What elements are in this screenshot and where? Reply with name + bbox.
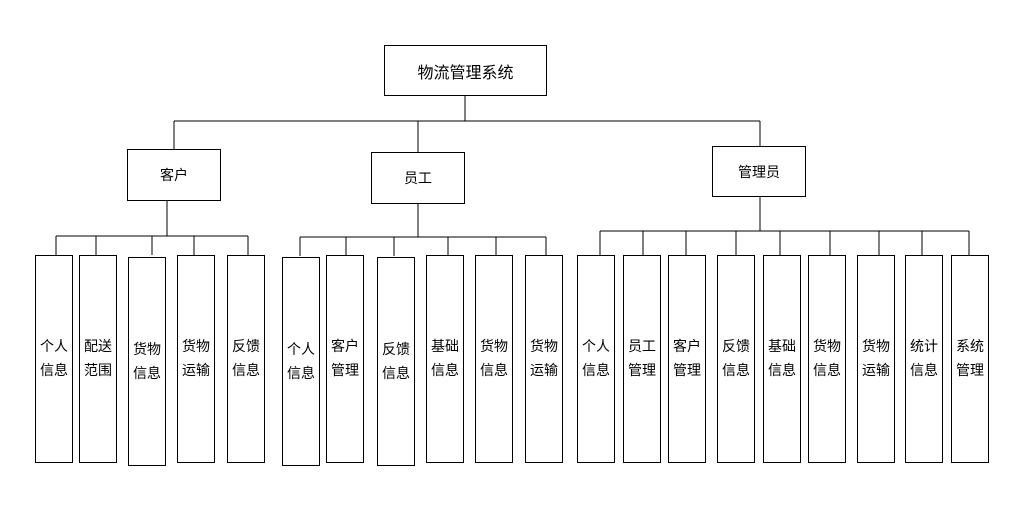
leaf-node: 个人 信息	[577, 255, 615, 463]
leaf-node: 员工 管理	[623, 255, 661, 463]
leaf-node-label: 基础 信息	[431, 339, 459, 379]
leaf-node-label: 反馈 信息	[232, 339, 260, 379]
root-node-label: 物流管理系统	[417, 62, 514, 82]
leaf-node: 统计 信息	[905, 255, 943, 463]
leaf-node-label: 基础 信息	[768, 339, 796, 379]
root-node: 物流管理系统	[384, 45, 547, 96]
leaf-node-label: 货物 运输	[182, 339, 210, 379]
leaf-node-label: 员工 管理	[628, 339, 656, 379]
leaf-node-label: 货物 信息	[813, 339, 841, 379]
leaf-node-label: 系统 管理	[956, 339, 984, 379]
leaf-node: 货物 信息	[128, 257, 166, 466]
leaf-node-label: 货物 信息	[133, 341, 161, 382]
group-node-admin: 管理员	[712, 146, 806, 197]
leaf-node-label: 货物 信息	[480, 339, 508, 379]
leaf-node-label: 配送 范围	[84, 339, 112, 379]
leaf-node: 客户 管理	[326, 255, 364, 463]
group-node-label: 员工	[404, 171, 432, 187]
group-node-label: 管理员	[738, 164, 780, 181]
leaf-node: 货物 信息	[808, 255, 846, 463]
leaf-node: 个人 信息	[282, 257, 320, 466]
leaf-node: 货物 运输	[525, 255, 563, 463]
leaf-node-label: 客户 管理	[673, 339, 701, 379]
leaf-node: 货物 信息	[475, 255, 513, 463]
leaf-node: 货物 运输	[177, 255, 215, 463]
leaf-node: 反馈 信息	[377, 257, 415, 466]
leaf-node-label: 统计 信息	[910, 339, 938, 379]
group-node-customer: 客户	[127, 149, 221, 201]
leaf-node-label: 客户 管理	[331, 339, 359, 379]
group-node-staff: 员工	[371, 152, 465, 204]
leaf-node-label: 反馈 信息	[722, 339, 750, 379]
leaf-node: 货物 运输	[857, 255, 895, 463]
leaf-node: 反馈 信息	[717, 255, 755, 463]
leaf-node: 系统 管理	[951, 255, 989, 463]
leaf-node: 客户 管理	[668, 255, 706, 463]
leaf-node: 个人 信息	[35, 255, 73, 463]
leaf-node-label: 个人 信息	[582, 339, 610, 379]
leaf-node-label: 个人 信息	[40, 339, 68, 379]
leaf-node-label: 反馈 信息	[382, 341, 410, 382]
leaf-node-label: 货物 运输	[862, 339, 890, 379]
leaf-node: 基础 信息	[763, 255, 801, 463]
leaf-node: 基础 信息	[426, 255, 464, 463]
leaf-node-label: 个人 信息	[287, 341, 315, 382]
leaf-node: 反馈 信息	[227, 255, 265, 463]
leaf-node-label: 货物 运输	[530, 339, 558, 379]
leaf-node: 配送 范围	[79, 255, 117, 463]
group-node-label: 客户	[160, 168, 188, 184]
